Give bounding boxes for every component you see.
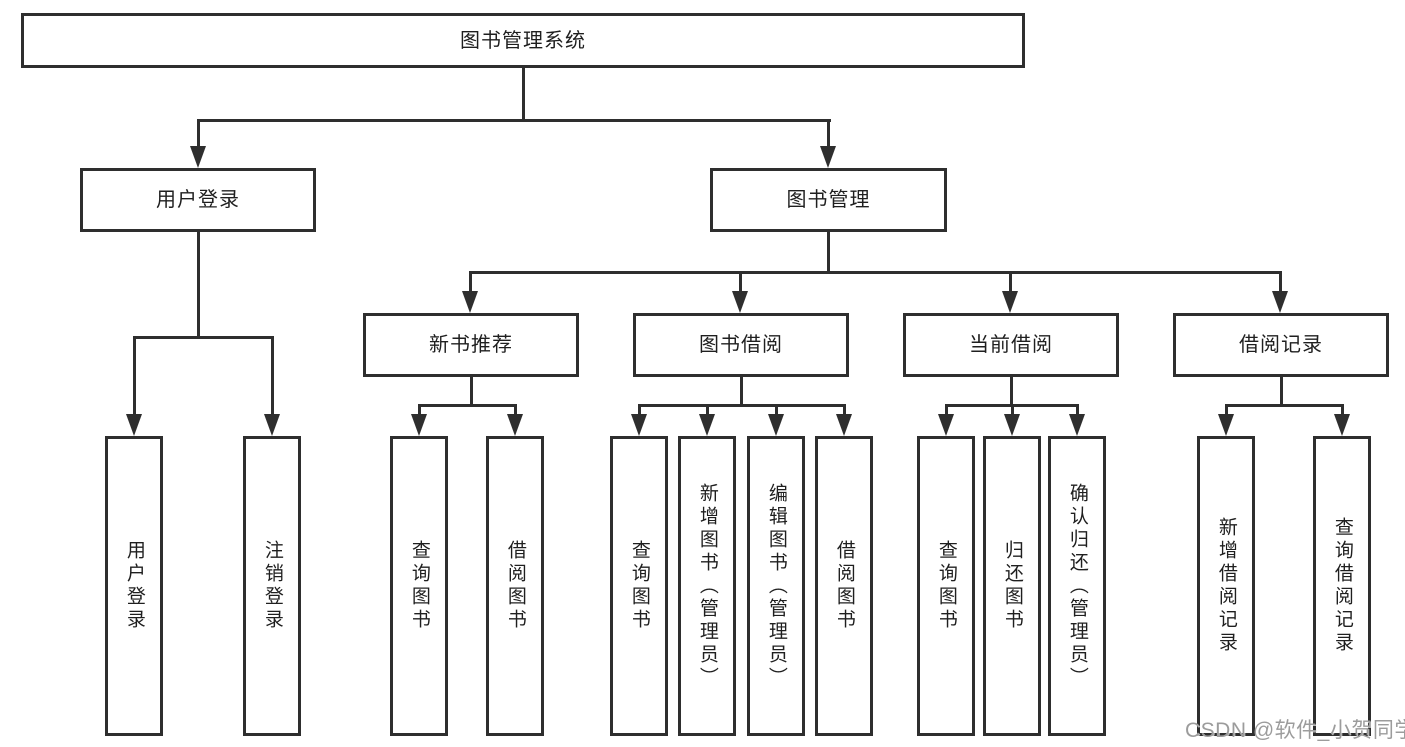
- leaf-label: 确认归还（管理员）: [1066, 482, 1088, 690]
- leaf-label: 查询借阅记录: [1331, 517, 1353, 655]
- leaf-label: 查询图书: [935, 540, 957, 632]
- arrowhead-icon: [507, 414, 523, 436]
- arrowhead-icon: [1272, 291, 1288, 313]
- connector-line: [1225, 404, 1344, 407]
- connector-line: [827, 119, 830, 149]
- connector-line: [418, 404, 517, 407]
- connector-line: [1076, 404, 1079, 416]
- node-book-management: 图书管理: [710, 168, 947, 232]
- connector-line: [706, 404, 709, 416]
- connector-line: [638, 404, 846, 407]
- leaf-label: 归还图书: [1001, 540, 1023, 632]
- leaf-borrow-books-2: 借阅图书: [815, 436, 873, 736]
- leaf-query-books-2: 查询图书: [610, 436, 668, 736]
- leaf-logout: 注销登录: [243, 436, 301, 736]
- connector-line: [1280, 377, 1283, 407]
- connector-line: [469, 271, 1282, 274]
- connector-line: [514, 404, 517, 416]
- connector-line: [827, 232, 830, 273]
- arrowhead-icon: [1004, 414, 1020, 436]
- node-root: 图书管理系统: [21, 13, 1025, 68]
- arrowhead-icon: [264, 414, 280, 436]
- connector-line: [1279, 271, 1282, 295]
- arrowhead-icon: [732, 291, 748, 313]
- leaf-query-books-3: 查询图书: [917, 436, 975, 736]
- leaf-label: 借阅图书: [833, 540, 855, 632]
- connector-line: [271, 336, 274, 416]
- connector-line: [418, 404, 421, 416]
- connector-line: [638, 404, 641, 416]
- arrowhead-icon: [699, 414, 715, 436]
- arrowhead-icon: [938, 414, 954, 436]
- arrowhead-icon: [462, 291, 478, 313]
- arrowhead-icon: [631, 414, 647, 436]
- connector-line: [197, 119, 831, 122]
- connector-line: [1010, 377, 1013, 407]
- arrowhead-icon: [1334, 414, 1350, 436]
- node-borrow-record: 借阅记录: [1173, 313, 1389, 377]
- arrowhead-icon: [411, 414, 427, 436]
- connector-line: [945, 404, 948, 416]
- connector-line: [469, 271, 472, 295]
- arrowhead-icon: [820, 146, 836, 168]
- connector-line: [740, 377, 743, 407]
- node-new-book-recommend: 新书推荐: [363, 313, 579, 377]
- leaf-label: 编辑图书（管理员）: [765, 482, 787, 690]
- connector-line: [197, 232, 200, 338]
- leaf-label: 新增借阅记录: [1215, 517, 1237, 655]
- arrowhead-icon: [1069, 414, 1085, 436]
- node-book-borrow: 图书借阅: [633, 313, 849, 377]
- csdn-watermark: CSDN @软件_小贺同学: [1185, 719, 1405, 742]
- leaf-edit-books-admin: 编辑图书（管理员）: [747, 436, 805, 736]
- leaf-label: 注销登录: [261, 540, 283, 632]
- connector-line: [1341, 404, 1344, 416]
- connector-line: [1011, 404, 1014, 416]
- leaf-query-books-1: 查询图书: [390, 436, 448, 736]
- leaf-user-login: 用户登录: [105, 436, 163, 736]
- leaf-confirm-return-admin: 确认归还（管理员）: [1048, 436, 1106, 736]
- connector-line: [1009, 271, 1012, 295]
- leaf-add-books-admin: 新增图书（管理员）: [678, 436, 736, 736]
- connector-line: [197, 119, 200, 149]
- leaf-label: 用户登录: [123, 540, 145, 632]
- arrowhead-icon: [768, 414, 784, 436]
- arrowhead-icon: [1218, 414, 1234, 436]
- connector-line: [470, 377, 473, 407]
- arrowhead-icon: [126, 414, 142, 436]
- leaf-query-borrow-record: 查询借阅记录: [1313, 436, 1371, 736]
- connector-line: [133, 336, 274, 339]
- leaf-label: 查询图书: [628, 540, 650, 632]
- connector-line: [522, 68, 525, 121]
- arrowhead-icon: [1002, 291, 1018, 313]
- leaf-label: 借阅图书: [504, 540, 526, 632]
- node-current-borrow: 当前借阅: [903, 313, 1119, 377]
- connector-line: [133, 336, 136, 416]
- leaf-borrow-books-1: 借阅图书: [486, 436, 544, 736]
- arrowhead-icon: [836, 414, 852, 436]
- connector-line: [775, 404, 778, 416]
- connector-line: [1225, 404, 1228, 416]
- leaf-label: 查询图书: [408, 540, 430, 632]
- leaf-return-books: 归还图书: [983, 436, 1041, 736]
- connector-line: [843, 404, 846, 416]
- leaf-add-borrow-record: 新增借阅记录: [1197, 436, 1255, 736]
- node-user-login: 用户登录: [80, 168, 316, 232]
- arrowhead-icon: [190, 146, 206, 168]
- leaf-label: 新增图书（管理员）: [696, 482, 718, 690]
- connector-line: [739, 271, 742, 295]
